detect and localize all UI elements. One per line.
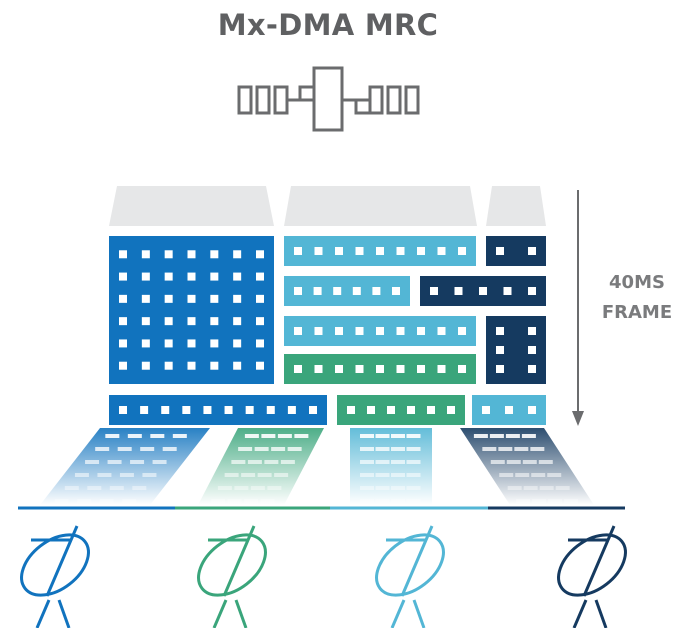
column-headers — [109, 186, 546, 226]
antenna-row — [20, 525, 627, 628]
satellite-dish-icon — [197, 525, 267, 628]
satellite-dish-icon — [20, 525, 90, 628]
beam — [198, 428, 324, 505]
satellite-dish-icon — [375, 525, 445, 628]
channel-blocks — [109, 236, 546, 425]
down-arrow-icon — [572, 190, 584, 426]
satellite-dish-icon — [557, 525, 627, 628]
frame-duration-unit: FRAME — [601, 302, 673, 323]
channel-block — [284, 236, 476, 266]
beam — [460, 428, 594, 505]
diagram-title: Mx-DMA MRC — [217, 8, 439, 42]
channel-block — [284, 354, 476, 384]
column-header — [486, 186, 546, 226]
channel-block — [109, 395, 327, 425]
channel-block — [486, 316, 546, 384]
mux-icon — [237, 66, 420, 132]
channel-block — [420, 276, 546, 306]
frame-duration-value: 40MS — [609, 272, 665, 293]
channel-block — [109, 236, 274, 384]
column-header — [284, 186, 477, 226]
column-header — [109, 186, 274, 226]
channel-block — [284, 276, 410, 306]
channel-block — [486, 236, 546, 266]
beam — [40, 428, 210, 505]
beam — [350, 428, 432, 505]
frame-duration-label: 40MS FRAME — [582, 268, 692, 328]
channel-block — [284, 316, 476, 346]
beam-projections — [40, 428, 594, 505]
channel-block — [337, 395, 465, 425]
channel-block — [472, 395, 546, 425]
